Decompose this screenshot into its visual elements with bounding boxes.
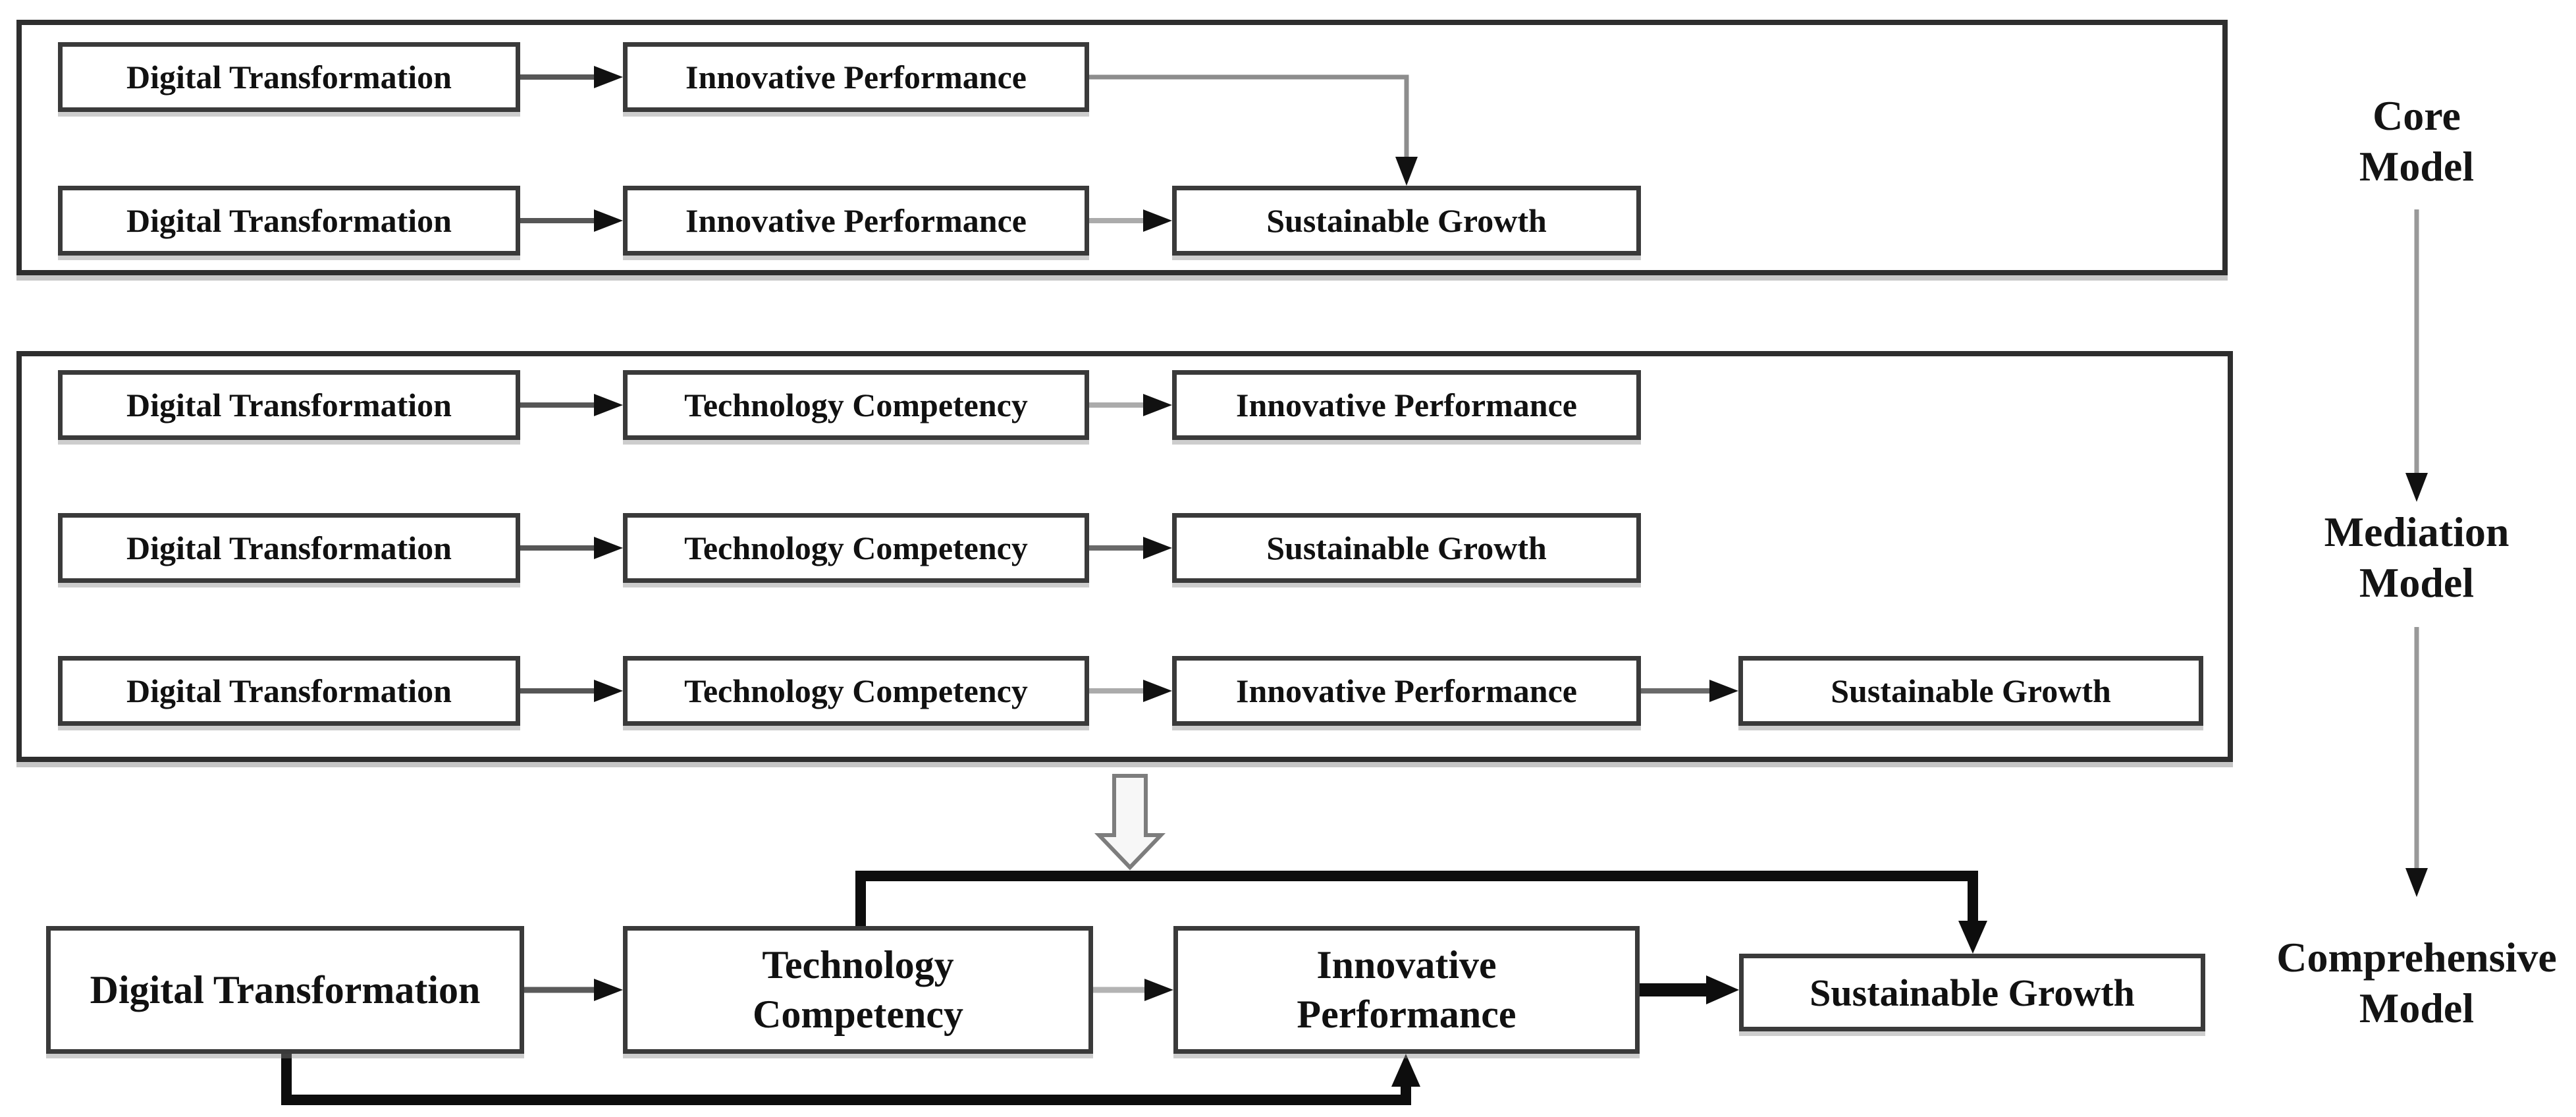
core-r2-sustainable-growth-box: Sustainable Growth (1172, 186, 1641, 256)
core-r2-innovative-performance-box: Innovative Performance (623, 186, 1089, 256)
comp-sustainable-growth-box: Sustainable Growth (1739, 954, 2205, 1031)
core-r2-digital-transformation-box: Digital Transformation (58, 186, 520, 256)
med-r2-sustainable-growth-box: Sustainable Growth (1172, 513, 1641, 583)
arrowhead-dt-to-ip (1391, 1054, 1420, 1087)
comp-technology-competency-box: Technology Competency (623, 926, 1093, 1054)
med-r1-digital-transformation-box: Digital Transformation (58, 370, 520, 440)
arrowhead-comp-ip-sg-bold (1706, 975, 1739, 1004)
comp-digital-transformation-box: Digital Transformation (46, 926, 524, 1054)
med-r3-innovative-performance-box: Innovative Performance (1172, 656, 1641, 726)
med-r3-digital-transformation-box: Digital Transformation (58, 656, 520, 726)
comprehensive-model-label: Comprehensive Model (2276, 934, 2557, 1031)
mediation-model-panel (16, 351, 2233, 762)
arrowhead-comp-tc-ip (1144, 979, 1173, 1001)
arrowhead-core-to-mediation (2405, 473, 2428, 502)
mediation-model-label: Mediation Model (2324, 508, 2509, 606)
bold-path-dt-to-ip (281, 1051, 1411, 1105)
core-model-label: Core Model (2359, 92, 2475, 190)
med-r1-technology-competency-box: Technology Competency (623, 370, 1089, 440)
arrowhead-tc-to-sg (1958, 921, 1987, 954)
comp-innovative-performance-box: Innovative Performance (1173, 926, 1640, 1054)
core-model-panel (16, 20, 2228, 275)
arrowhead-mediation-to-comprehensive (2405, 868, 2428, 897)
hollow-down-arrow (1094, 774, 1166, 871)
arrowhead-comp-dt-tc (594, 979, 623, 1001)
med-r1-innovative-performance-box: Innovative Performance (1172, 370, 1641, 440)
core-r1-innovative-performance-box: Innovative Performance (623, 42, 1089, 112)
med-r3-technology-competency-box: Technology Competency (623, 656, 1089, 726)
core-r1-digital-transformation-box: Digital Transformation (58, 42, 520, 112)
med-r3-sustainable-growth-box: Sustainable Growth (1738, 656, 2203, 726)
med-r2-digital-transformation-box: Digital Transformation (58, 513, 520, 583)
med-r2-technology-competency-box: Technology Competency (623, 513, 1089, 583)
bold-path-tc-to-sg (855, 871, 1978, 929)
